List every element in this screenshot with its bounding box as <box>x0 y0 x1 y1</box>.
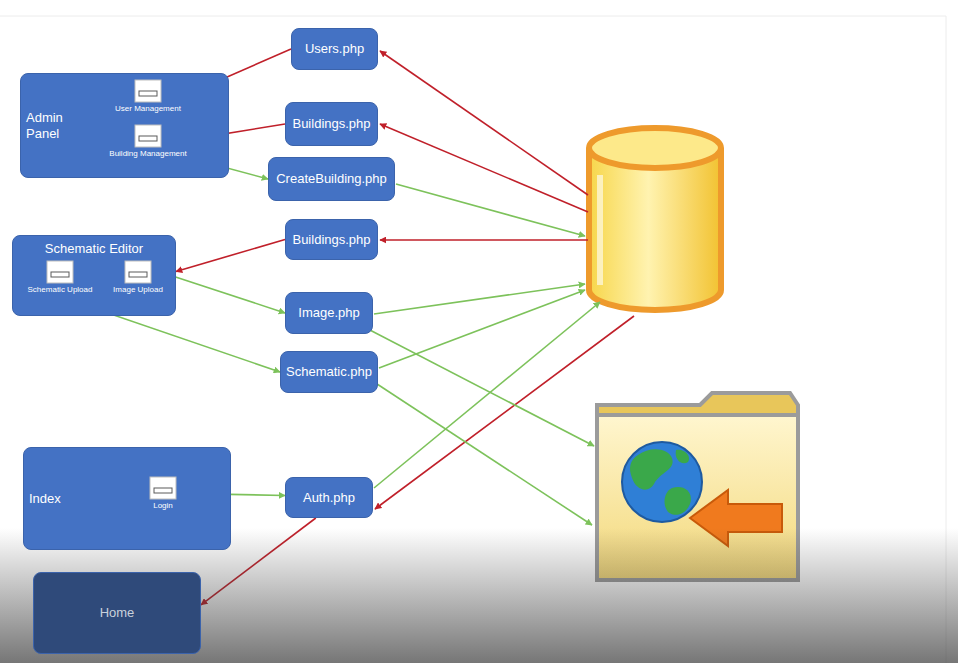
window-icon <box>46 260 74 284</box>
box-label: Buildings.php <box>292 116 370 132</box>
box-label: Buildings.php <box>292 232 370 248</box>
box-label: Schematic Editor <box>45 241 143 257</box>
db-write-line <box>374 284 585 314</box>
box-label: Image.php <box>298 305 359 321</box>
process-box: Schematic.php <box>280 351 378 393</box>
box-label: Home <box>100 605 135 621</box>
window-icon <box>134 124 162 148</box>
folder-write-line <box>366 328 594 446</box>
db-read-line <box>380 124 588 212</box>
icon-control: Login <box>136 476 190 520</box>
icon-control: Image Upload <box>105 260 171 304</box>
db-read-line <box>380 51 588 195</box>
db-write-line <box>374 302 600 488</box>
process-box: Admin Panel User ManagementBuilding Manag… <box>20 73 229 178</box>
flow-arrow <box>171 275 285 313</box>
control-label: Schematic Upload <box>28 286 93 295</box>
process-box: Auth.php <box>285 477 373 518</box>
process-box: Schematic EditorSchematic Upload Image Up… <box>12 235 176 316</box>
process-box: Image.php <box>285 292 373 334</box>
control-label: Login <box>153 502 173 511</box>
box-label: Schematic.php <box>286 364 372 380</box>
window-icon <box>124 260 152 284</box>
db-read-line <box>380 239 588 241</box>
control-label: User Management <box>115 105 181 114</box>
box-label: Index <box>29 491 89 507</box>
control-label: Image Upload <box>113 286 163 295</box>
box-label: Users.php <box>305 41 364 57</box>
db-read-line <box>375 316 634 509</box>
control-label: Building Management <box>109 150 186 159</box>
icon-control: Building Management <box>107 124 189 176</box>
folder-write-line <box>374 382 592 525</box>
window-icon <box>149 476 177 500</box>
icon-control: Schematic Upload <box>17 260 103 304</box>
process-box: IndexLogin <box>23 447 231 550</box>
db-write-line <box>379 290 585 368</box>
frame-line <box>0 16 946 17</box>
window-icon <box>134 79 162 103</box>
process-box: Home <box>33 572 201 654</box>
box-label: CreateBuilding.php <box>276 171 387 187</box>
process-box: Buildings.php <box>285 102 378 146</box>
process-box: Buildings.php <box>285 219 378 260</box>
process-box: CreateBuilding.php <box>268 157 395 201</box>
flow-arrow <box>176 240 285 272</box>
icon-control: User Management <box>109 79 187 123</box>
database-cylinder <box>589 128 721 310</box>
box-label: Auth.php <box>303 490 355 506</box>
box-label: Admin Panel <box>26 110 78 141</box>
storage-connectors <box>366 51 634 525</box>
process-box: Users.php <box>291 28 378 70</box>
db-write-line <box>396 184 585 236</box>
